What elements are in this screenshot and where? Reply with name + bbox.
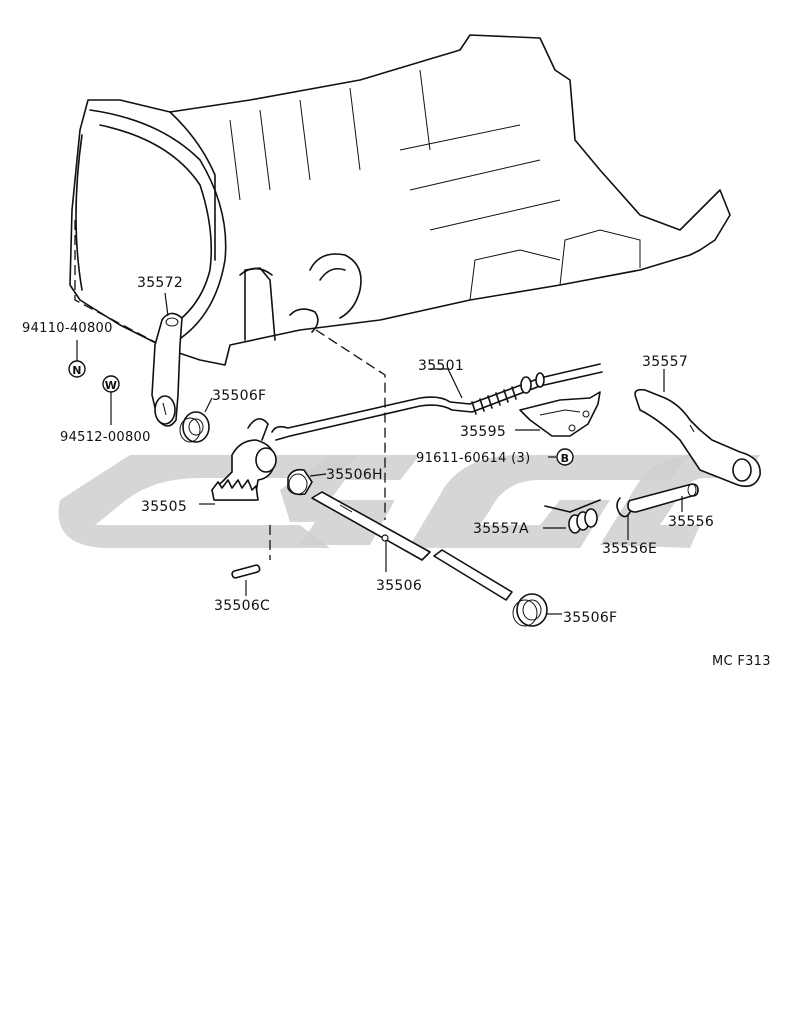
dashed-guide-1 <box>315 329 386 520</box>
part-35557-lever <box>634 388 761 488</box>
part-35572-bracket <box>151 312 183 427</box>
nut-symbol: N <box>68 360 86 378</box>
label-35506H: 35506H <box>326 467 383 483</box>
part-35506H-bushing <box>287 468 313 496</box>
part-35506C-pin <box>231 564 261 579</box>
label-35506F-bottom: 35506F <box>563 610 617 626</box>
label-91611-60614: 91611-60614 (3) <box>416 451 530 466</box>
svg-text:W: W <box>105 379 117 392</box>
bolt-symbol: B <box>556 448 574 466</box>
label-35506: 35506 <box>376 578 422 594</box>
part-35595-cable-bracket <box>519 391 601 437</box>
label-94512-00800: 94512-00800 <box>60 430 151 445</box>
part-35556-pin <box>627 483 699 513</box>
label-35557A: 35557A <box>473 521 529 537</box>
figure-code: MC F313 <box>712 654 771 669</box>
part-35501-control-cable <box>271 363 603 441</box>
label-35506F-top: 35506F <box>212 388 266 404</box>
label-35505: 35505 <box>141 499 187 515</box>
part-35506F-oil-seal-bottom <box>512 593 548 627</box>
label-35501: 35501 <box>418 358 464 374</box>
washer-symbol: W <box>102 375 120 393</box>
part-35557A-spring <box>544 499 601 534</box>
svg-text:N: N <box>72 364 82 377</box>
label-35557: 35557 <box>642 354 688 370</box>
label-35506C: 35506C <box>214 598 270 614</box>
svg-text:B: B <box>561 452 570 465</box>
label-94110-40800: 94110-40800 <box>22 321 113 336</box>
label-35556E: 35556E <box>602 541 657 557</box>
dashed-guide-2 <box>74 220 171 351</box>
label-35595: 35595 <box>460 424 506 440</box>
part-35506-shaft <box>311 491 513 601</box>
part-35505-detent-lever <box>211 418 277 501</box>
part-35506F-oil-seal-top <box>179 411 210 443</box>
label-35572: 35572 <box>137 275 183 291</box>
label-35556: 35556 <box>668 514 714 530</box>
